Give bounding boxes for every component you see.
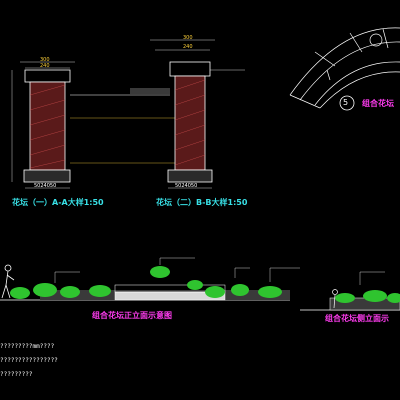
plan-marker-circle: [339, 95, 355, 111]
front-elevation-title: 组合花坛正立面示意图: [92, 311, 172, 320]
dim-b-base: 5024050: [175, 183, 198, 189]
section-a-detail: [11, 61, 175, 189]
dim-a-base: 5024050: [34, 183, 57, 189]
plan-arc: [289, 27, 400, 109]
side-elevation-title: 组合花坛侧立面示: [325, 314, 389, 323]
note-line-2: ????????????????: [0, 357, 58, 364]
plan-marker-number: 5: [343, 98, 349, 107]
dim-b-top2: 240: [183, 44, 193, 50]
front-elevation: [0, 257, 300, 301]
section-b-title: 花坛（二）B-B大样1:50: [156, 198, 248, 207]
side-elevation: [300, 271, 400, 311]
note-line-1: ?????????mm????: [0, 343, 55, 350]
note-line-3: ?????????: [0, 371, 33, 378]
dim-a-top2: 240: [40, 63, 50, 69]
section-b-detail: [130, 39, 245, 189]
dim-b-top1: 300: [183, 35, 193, 41]
section-a-title: 花坛（一）A-A大样1:50: [12, 198, 104, 207]
plan-title: 组合花坛: [362, 99, 394, 108]
dim-a-top1: 300: [40, 57, 50, 63]
